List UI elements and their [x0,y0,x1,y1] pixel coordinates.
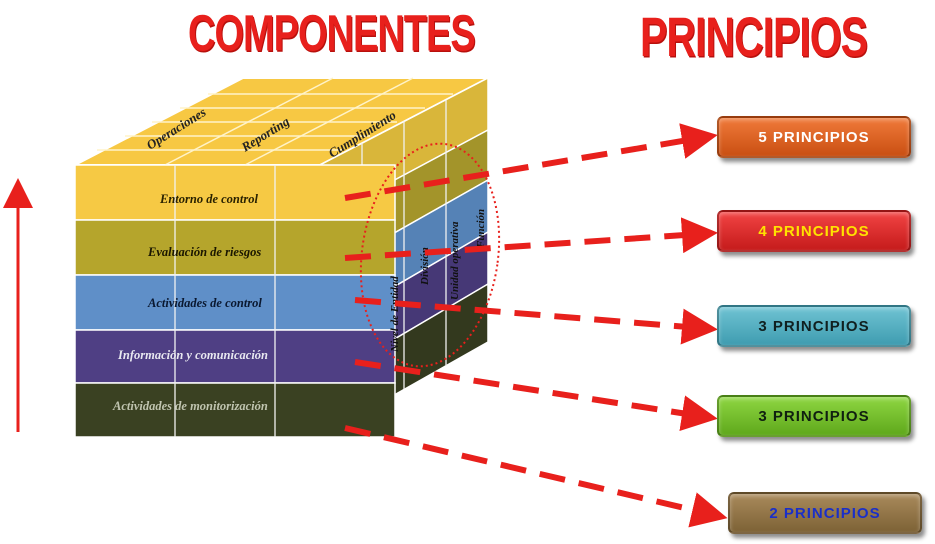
row-label-monitorizacion: Actividades de monitorización [112,399,268,413]
principle-box-2: 2 PRINCIPIOS [728,492,922,534]
side-label-funcion: Función [475,209,487,249]
principle-box-5: 5 PRINCIPIOS [717,116,911,158]
row-label-entorno: Entorno de control [159,192,258,206]
row-informacion [74,329,396,384]
principle-box-4: 4 PRINCIPIOS [717,210,911,252]
row-label-informacion: Información y comunicación [117,348,268,362]
arrow-to-3a [354,297,718,345]
principle-box-3b: 3 PRINCIPIOS [717,395,911,437]
row-evaluacion [74,219,396,276]
side-label-division: División [419,247,431,286]
arrow-to-3b [354,359,718,431]
row-actividades [74,274,396,331]
row-label-actividades: Actividades de control [147,296,262,310]
side-label-unidad: Unidad operativa [449,221,461,300]
principles-heading: PRINCIPIOS [640,6,868,69]
side-label-entidad: Nivel de Entidad [389,276,401,353]
row-entorno [74,164,396,221]
arrow-to-2 [344,425,728,528]
cube-front-face [74,164,396,438]
row-label-evaluacion: Evaluación de riesgos [147,245,261,259]
components-heading: COMPONENTES [188,6,476,63]
dotted-ellipse [359,142,501,368]
arrow-to-5 [344,123,718,201]
principle-box-3a: 3 PRINCIPIOS [717,305,911,347]
arrow-to-4 [344,217,718,261]
row-monitorizacion [74,382,396,438]
